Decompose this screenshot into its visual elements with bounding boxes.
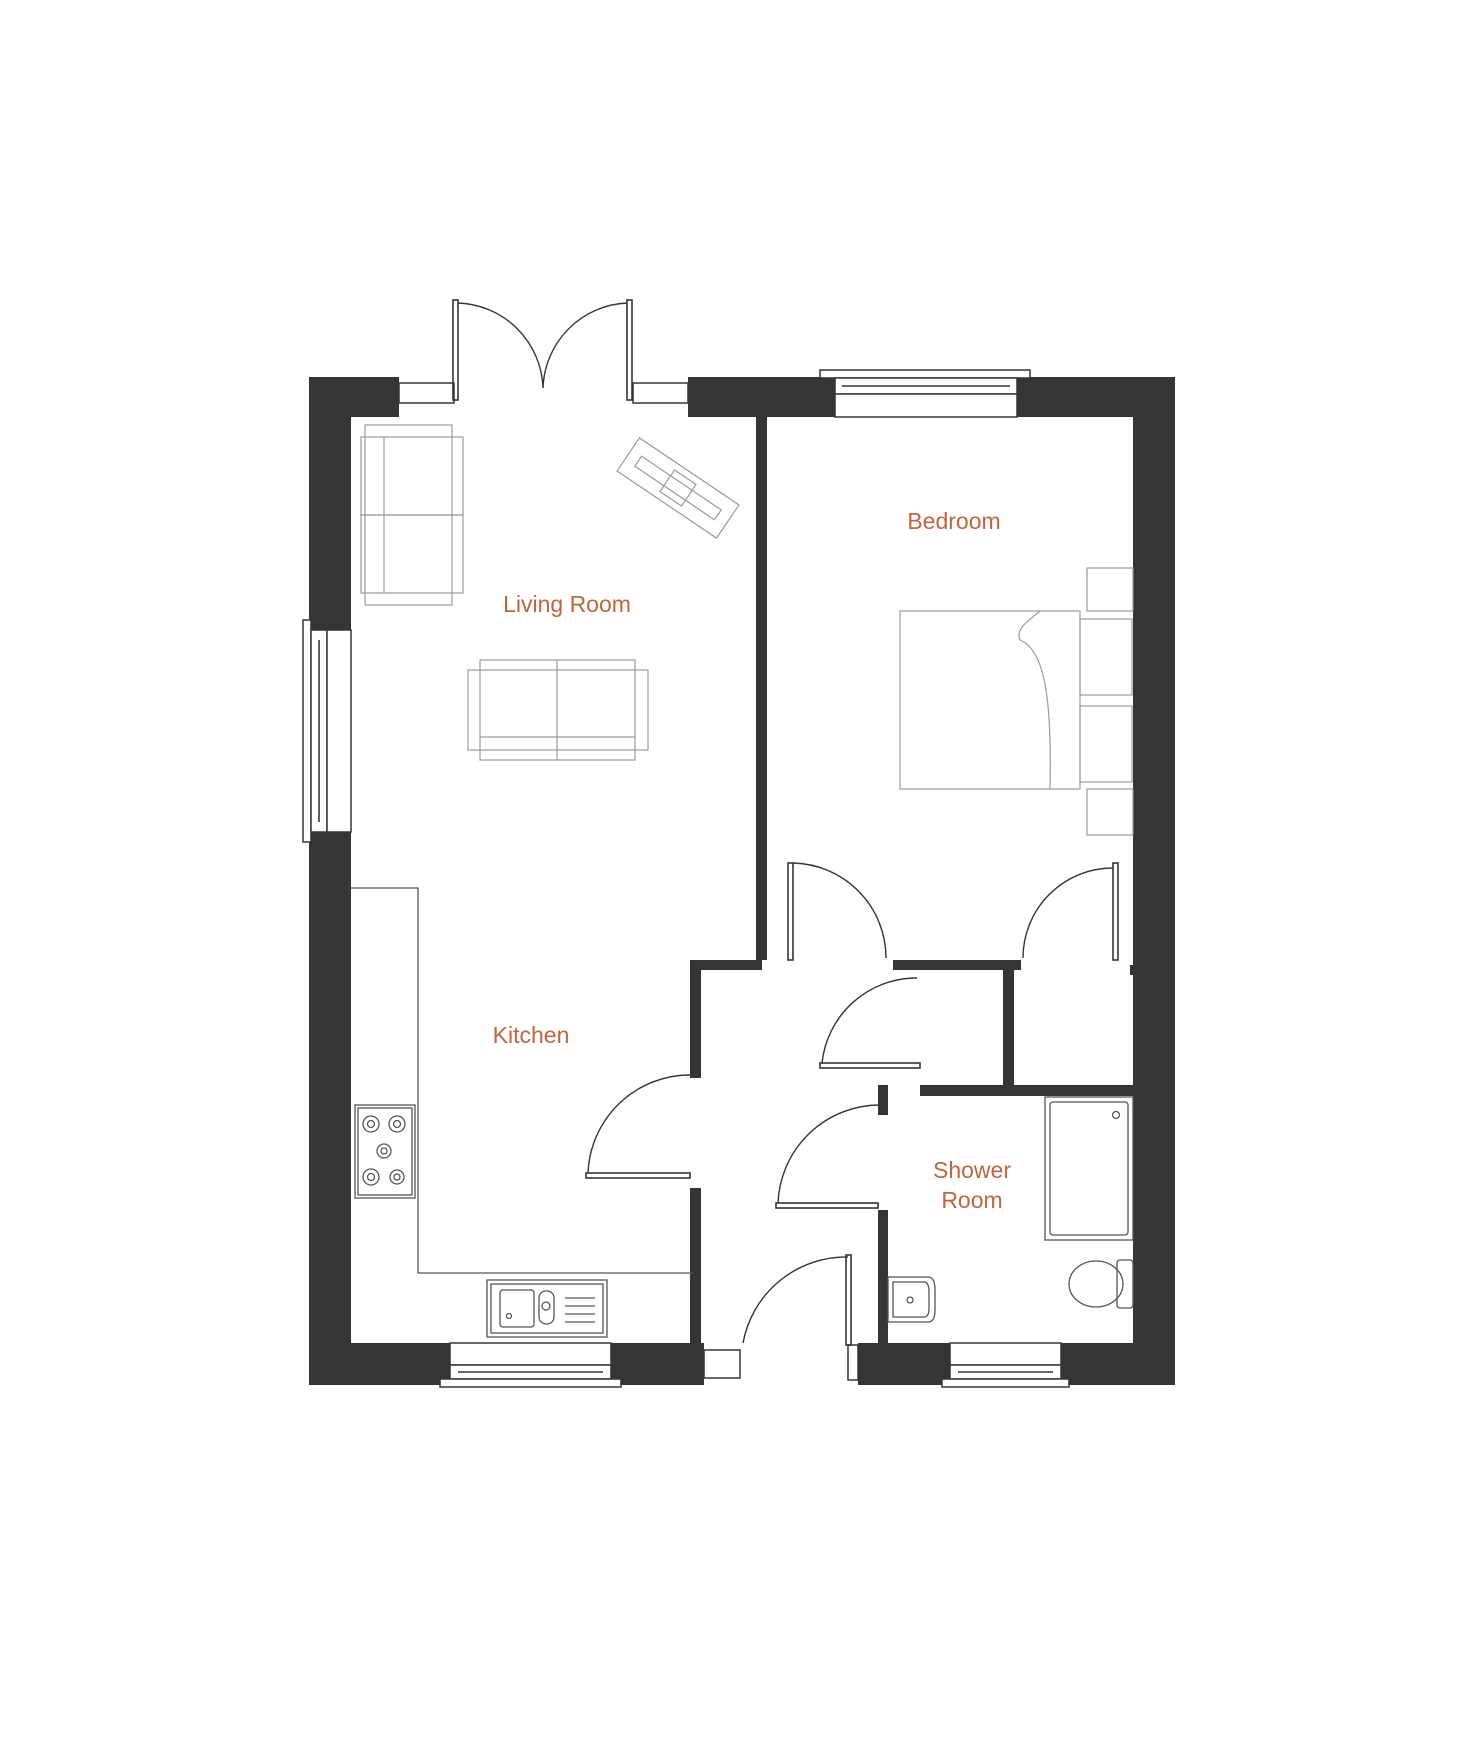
bedroom-cupboard-door — [1022, 862, 1119, 961]
bedside-table-bottom — [1086, 788, 1134, 836]
shower-tray — [1044, 1096, 1134, 1241]
windows — [302, 369, 1070, 1388]
room-label-living-room: Living Room — [503, 591, 631, 617]
room-label-shower-room-line2: Room — [941, 1187, 1002, 1213]
kitchen-sink — [486, 1279, 608, 1338]
bedroom-window — [819, 369, 1031, 418]
outer-walls — [309, 377, 1175, 1385]
room-label-shower-room-line1: Shower — [933, 1157, 1011, 1183]
shower-room-window — [941, 1342, 1070, 1388]
hall-cupboard-door — [819, 977, 921, 1069]
internal-walls — [690, 417, 1138, 1343]
living-room-furniture — [360, 424, 740, 761]
bedroom-furniture — [899, 567, 1134, 836]
doors — [398, 299, 1119, 1381]
front-door — [703, 1254, 859, 1381]
french-doors — [398, 299, 689, 404]
shower-room-fittings — [887, 1096, 1134, 1323]
hob — [354, 1104, 416, 1199]
double-bed — [899, 610, 1133, 790]
kitchen-window — [439, 1342, 622, 1388]
bedside-table-top — [1086, 567, 1134, 612]
living-room-window — [302, 619, 352, 843]
kitchen-worktop — [351, 887, 693, 1274]
sofa-center — [467, 659, 649, 761]
room-label-bedroom: Bedroom — [907, 508, 1000, 534]
kitchen-door — [585, 1074, 691, 1179]
toilet — [1068, 1259, 1134, 1309]
bedroom-door — [787, 862, 887, 961]
sofa-left — [360, 424, 464, 606]
room-label-kitchen: Kitchen — [493, 1022, 570, 1048]
shower-room-door — [775, 1104, 881, 1209]
tv-unit — [616, 437, 740, 539]
washbasin — [887, 1276, 936, 1323]
kitchen-fittings — [351, 887, 693, 1338]
